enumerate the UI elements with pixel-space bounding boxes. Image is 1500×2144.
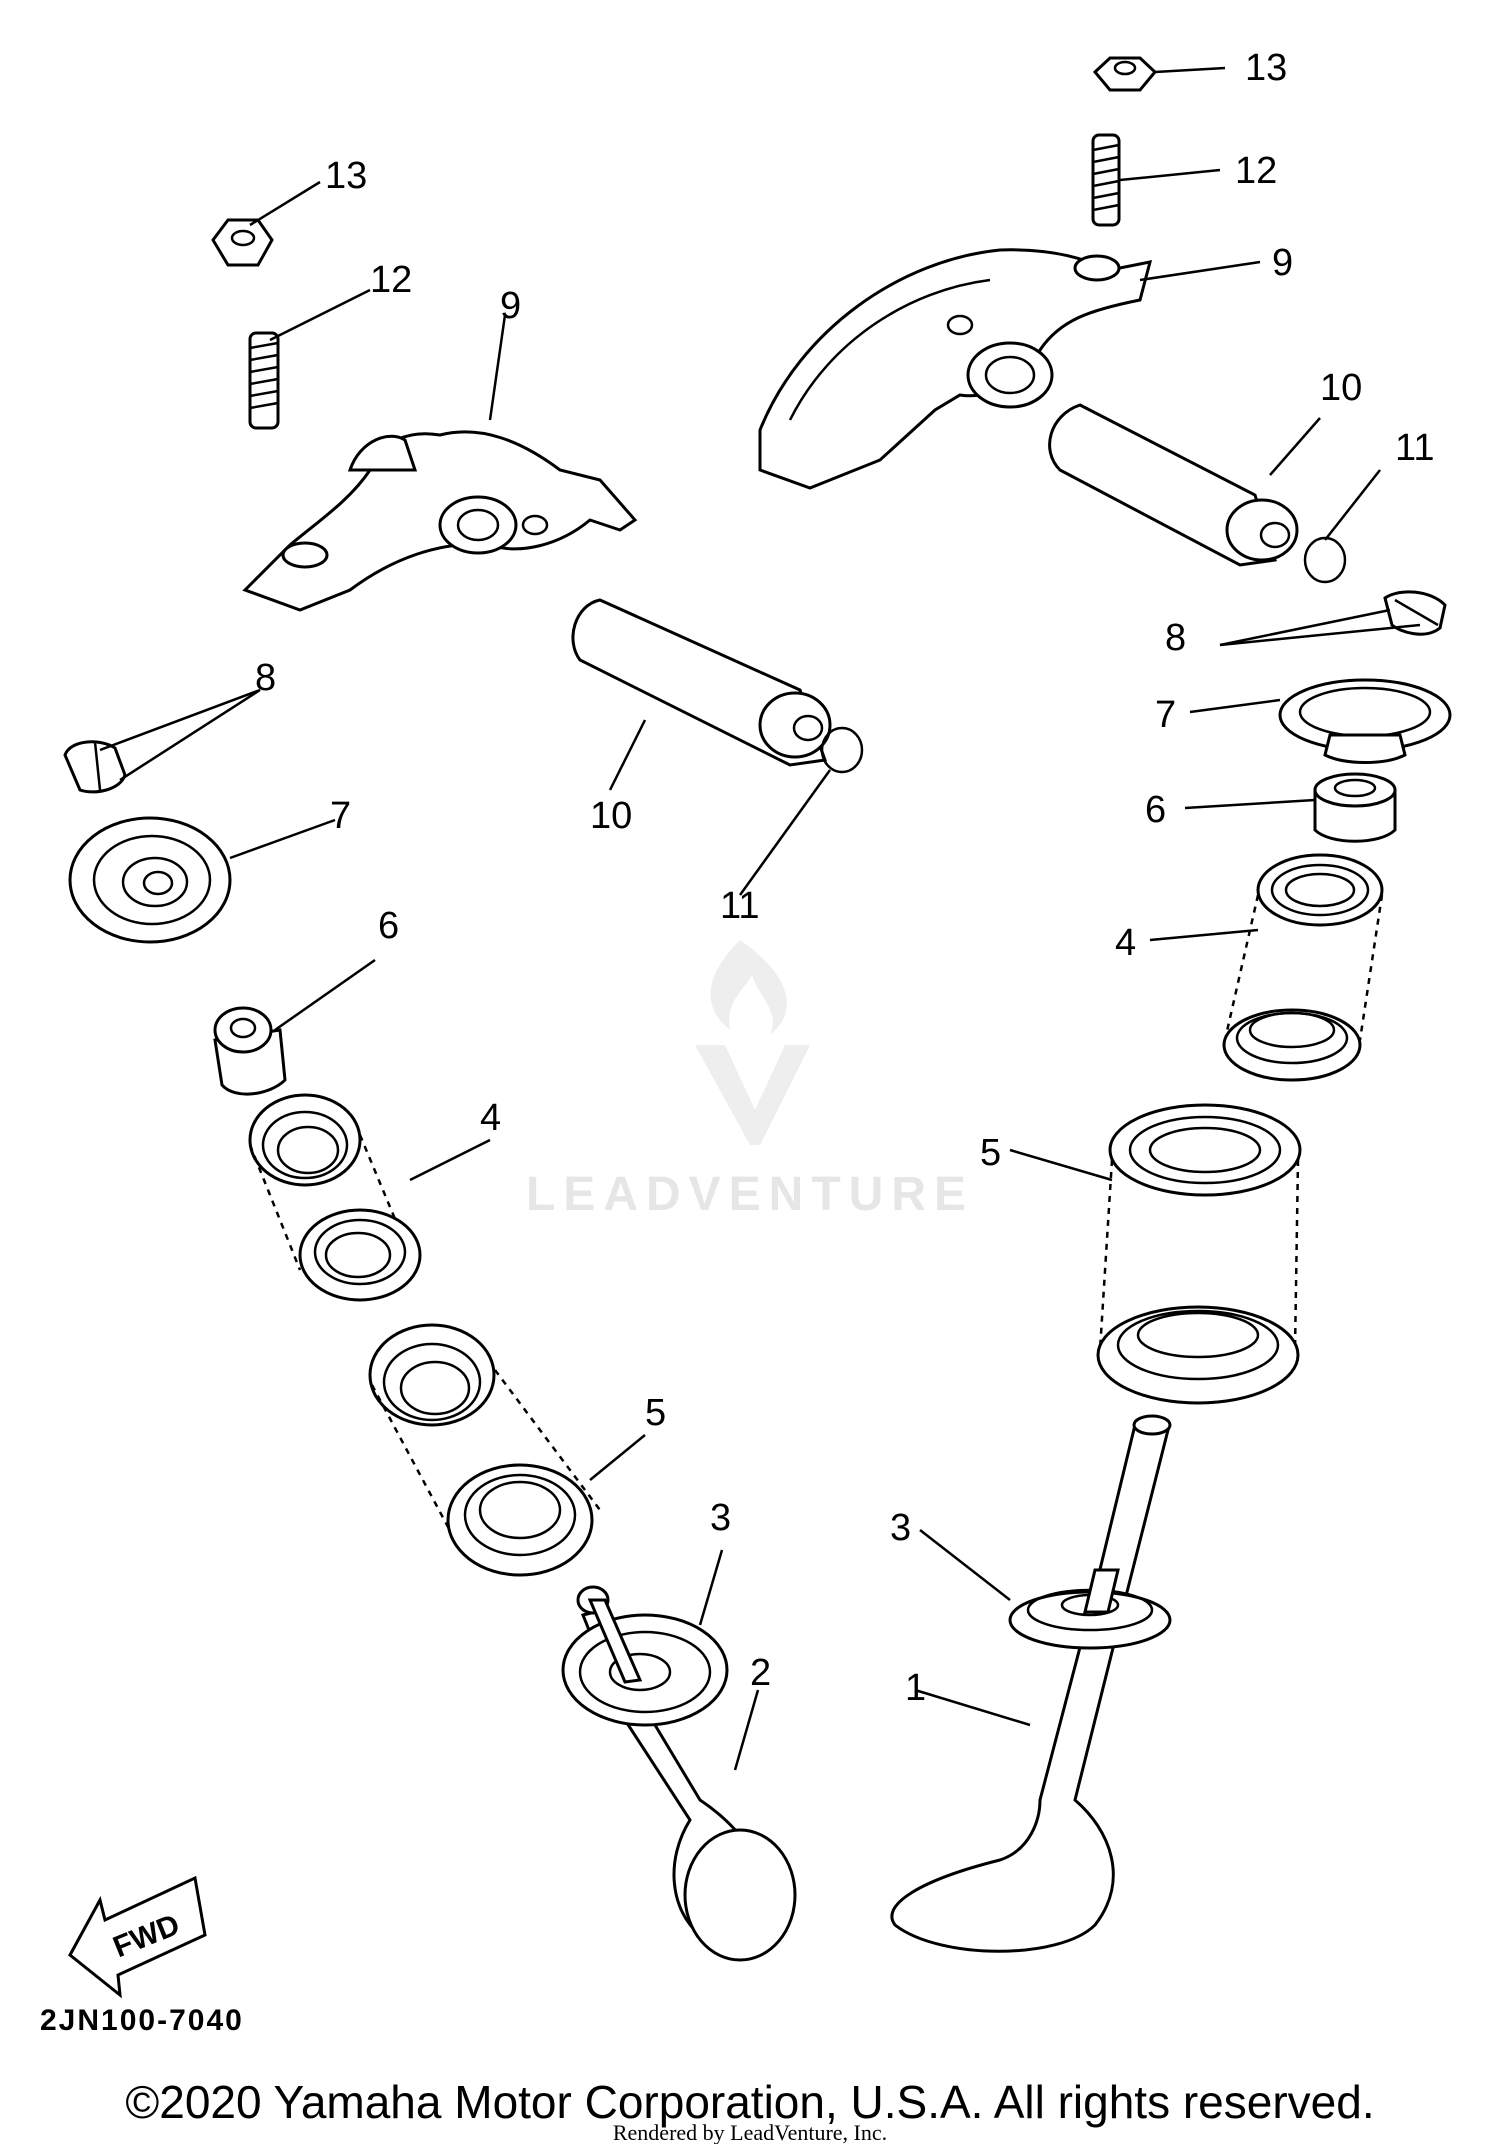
label-3-right: 3 bbox=[890, 1507, 911, 1549]
rendered-by-text: Rendered by LeadVenture, Inc. bbox=[613, 2120, 887, 2144]
exhaust-valve bbox=[890, 1414, 1172, 1953]
label-4-right: 4 bbox=[1115, 922, 1136, 964]
label-11-right: 11 bbox=[1395, 427, 1434, 469]
label-1: 1 bbox=[905, 1667, 926, 1709]
label-12-right: 12 bbox=[1235, 150, 1277, 192]
leader-lines bbox=[99, 66, 1421, 1771]
rocker-arm-right bbox=[758, 248, 1153, 490]
spring-retainer-left bbox=[68, 816, 232, 944]
lv-logo-icon bbox=[695, 1045, 810, 1145]
diagram-code: 2JN100-7040 bbox=[40, 2004, 244, 2037]
o-ring-left bbox=[820, 726, 864, 774]
valve-cotter-right bbox=[1383, 590, 1447, 636]
label-9-right: 9 bbox=[1272, 242, 1293, 284]
label-12-left: 12 bbox=[370, 259, 412, 301]
label-3-left: 3 bbox=[710, 1497, 731, 1539]
watermark: LEADVENTURE bbox=[526, 940, 974, 1221]
label-8-right: 8 bbox=[1165, 617, 1186, 659]
nut-left bbox=[211, 218, 274, 267]
label-6-right: 6 bbox=[1145, 789, 1166, 831]
label-11-left: 11 bbox=[720, 885, 759, 927]
label-5-right: 5 bbox=[980, 1132, 1001, 1174]
adjusting-screw-right bbox=[1091, 133, 1121, 227]
valve-stem-seal-left bbox=[213, 1006, 287, 1096]
label-9-left: 9 bbox=[500, 285, 521, 327]
watermark-text: LEADVENTURE bbox=[526, 1168, 974, 1221]
label-4-left: 4 bbox=[480, 1097, 501, 1139]
spring-seat-left bbox=[561, 1598, 729, 1727]
fwd-arrow-icon: FWD bbox=[68, 1875, 207, 1999]
part-labels: 13 12 9 10 11 8 7 6 4 5 3 1 13 12 9 10 1… bbox=[255, 47, 1434, 1709]
valve-stem-seal-right bbox=[1313, 772, 1397, 843]
copyright-text: ©2020 Yamaha Motor Corporation, U.S.A. A… bbox=[125, 2076, 1374, 2128]
valve-cotter-left bbox=[63, 740, 127, 794]
label-7-right: 7 bbox=[1155, 694, 1176, 736]
outer-valve-spring-left bbox=[368, 1323, 601, 1577]
spring-retainer-right bbox=[1278, 678, 1452, 764]
label-10-right: 10 bbox=[1320, 367, 1362, 409]
label-13-right: 13 bbox=[1245, 47, 1287, 89]
label-10-left: 10 bbox=[590, 795, 632, 837]
flame-logo-icon bbox=[710, 940, 787, 1035]
rocker-arm-left bbox=[242, 430, 638, 612]
label-7-left: 7 bbox=[330, 795, 351, 837]
rocker-shaft-right bbox=[1048, 403, 1299, 567]
inner-valve-spring-left bbox=[248, 1093, 422, 1302]
label-2: 2 bbox=[750, 1652, 771, 1694]
label-8-left: 8 bbox=[255, 657, 276, 699]
nut-right bbox=[1092, 56, 1158, 92]
label-5-left: 5 bbox=[645, 1392, 666, 1434]
rocker-shaft-left bbox=[571, 598, 832, 767]
inner-valve-spring-right bbox=[1222, 853, 1384, 1082]
o-ring-right bbox=[1303, 536, 1347, 584]
outer-valve-spring-right bbox=[1096, 1103, 1302, 1405]
label-13-left: 13 bbox=[325, 155, 367, 197]
spring-seat-right bbox=[1008, 1568, 1172, 1650]
adjusting-screw-left bbox=[248, 331, 280, 430]
label-6-left: 6 bbox=[378, 905, 399, 947]
